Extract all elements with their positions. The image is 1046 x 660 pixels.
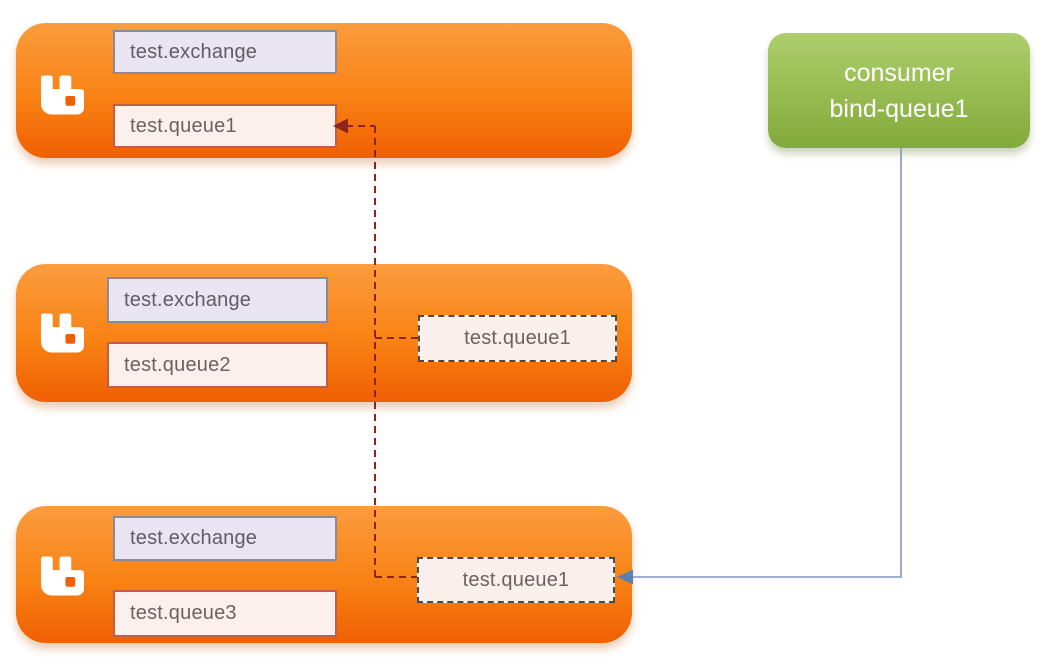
replica-queue-label: test.queue1 (462, 568, 570, 591)
exchange-box: test.exchange (113, 30, 337, 74)
rabbitmq-icon (41, 313, 84, 353)
rabbitmq-icon (41, 556, 84, 596)
consumer-connection-line (630, 148, 902, 578)
federated-replica-queue-box: test.queue1 (418, 315, 617, 362)
exchange-label: test.exchange (130, 40, 258, 63)
federated-replica-queue-box: test.queue1 (417, 557, 615, 603)
exchange-box: test.exchange (107, 277, 328, 323)
queue-box: test.queue3 (113, 590, 337, 637)
replica-queue-label: test.queue1 (464, 327, 571, 349)
rabbitmq-icon (41, 75, 84, 115)
consumer-label-line1: consumer (844, 58, 954, 87)
queue-box: test.queue2 (107, 342, 328, 388)
consumer-node: consumer bind-queue1 (768, 33, 1030, 148)
exchange-box: test.exchange (113, 516, 337, 561)
queue-box: test.queue1 (113, 104, 337, 148)
consumer-label-line2: bind-queue1 (829, 94, 969, 123)
queue-label: test.queue2 (124, 353, 231, 376)
queue-label: test.queue3 (130, 602, 237, 624)
exchange-label: test.exchange (124, 288, 252, 311)
exchange-label: test.exchange (130, 527, 258, 549)
queue-label: test.queue1 (130, 114, 237, 137)
